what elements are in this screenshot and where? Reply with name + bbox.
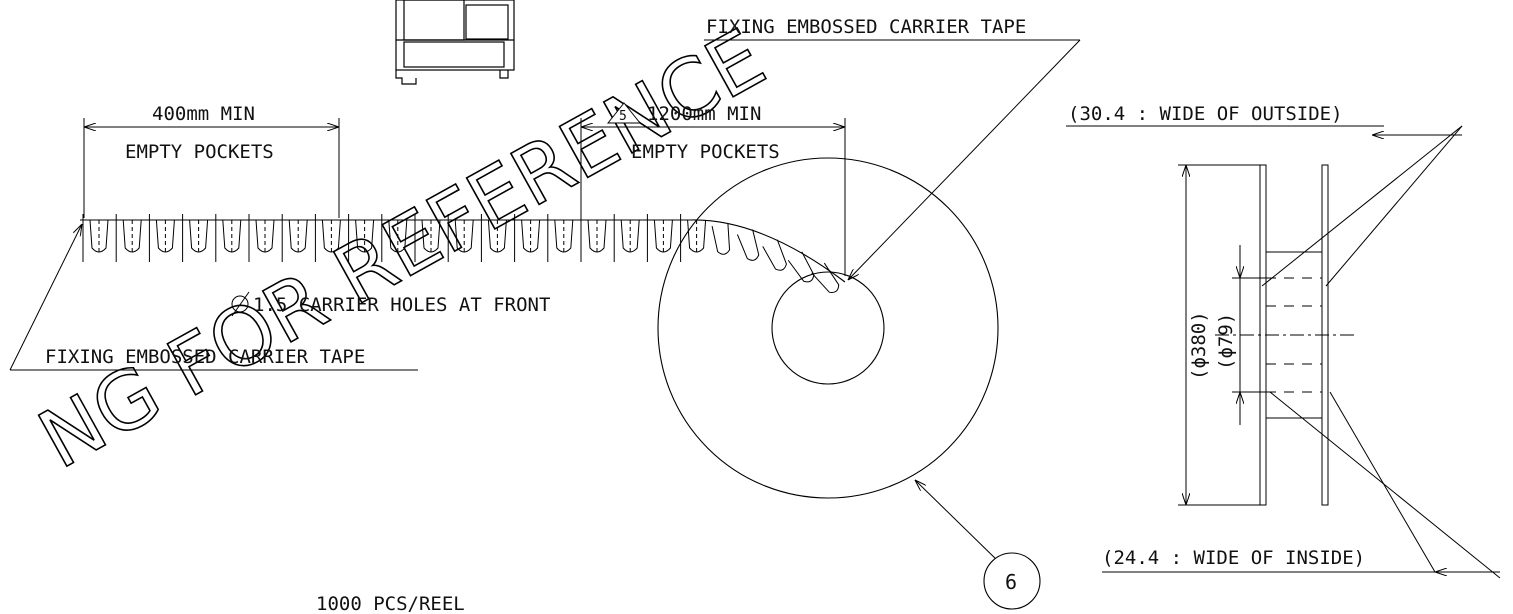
dimension-left — [83, 118, 340, 218]
right-dimension-label: 1200mm MIN — [647, 103, 761, 125]
left-dimension-label: 400mm MIN — [152, 103, 255, 125]
svg-text:5: 5 — [619, 109, 627, 124]
diameter-symbol-icon — [231, 291, 250, 317]
dimension-right — [580, 118, 846, 276]
revision-triangle-icon: 5 — [606, 102, 642, 124]
fixing-top-label: FIXING EMBOSSED CARRIER TAPE — [706, 16, 1026, 38]
balloon-label: 6 — [1005, 570, 1017, 594]
reel-quantity-label: 1000 PCS/REEL — [316, 593, 465, 614]
left-pockets-label: EMPTY POCKETS — [125, 141, 274, 163]
reel-front-view — [657, 157, 999, 499]
reel-side-view — [1066, 125, 1501, 579]
right-pockets-label: EMPTY POCKETS — [631, 141, 780, 163]
inner-diameter-label: (ϕ79) — [1215, 313, 1237, 370]
fixing-left-label: FIXING EMBOSSED CARRIER TAPE — [45, 346, 365, 368]
component-icon — [395, 0, 515, 85]
outside-width-label: (30.4 : WIDE OF OUTSIDE) — [1068, 103, 1343, 125]
inside-width-label: (24.4 : WIDE OF INSIDE) — [1102, 547, 1365, 569]
balloon-6 — [983, 552, 1041, 610]
outer-diameter-label: (ϕ380) — [1188, 311, 1210, 380]
carrier-holes-label: 1.5 CARRIER HOLES AT FRONT — [253, 294, 550, 316]
tape-pockets — [82, 214, 840, 293]
